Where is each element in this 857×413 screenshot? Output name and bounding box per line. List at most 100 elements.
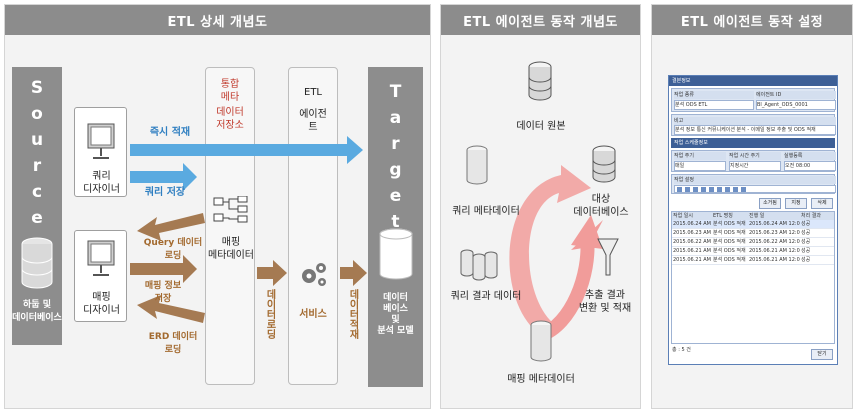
- monitor-icon: [87, 240, 115, 276]
- panel-title: ETL 에이전트 동작 개념도: [441, 5, 640, 35]
- target-letter: T: [389, 82, 402, 102]
- toolbar-tool-icon[interactable]: [725, 187, 730, 192]
- realtime-arrow: [130, 136, 363, 164]
- table-cell: 2015.06.23 AM 12:00: [673, 230, 712, 236]
- table-cell: 2015.06.23 AM 12:00: [749, 230, 800, 236]
- action-button-2[interactable]: 삭제: [811, 198, 833, 209]
- gears-icon: [302, 263, 326, 286]
- mapping-metadata-icon: [530, 320, 552, 362]
- table-header-cell[interactable]: 진행 일: [749, 213, 765, 219]
- panel-title: ETL 에이전트 동작 설정: [652, 5, 852, 35]
- table-cell: 2015.06.22 AM 12:00: [749, 239, 800, 245]
- action-button-1[interactable]: 지정: [785, 198, 807, 209]
- job-setting-group: 작업 설정: [671, 174, 836, 194]
- target-letter: g: [389, 160, 402, 180]
- source-letter: o: [31, 104, 43, 124]
- mapping-info-save-label: 매핑 정보 저장: [144, 281, 182, 304]
- toolbar-tool-icon[interactable]: [741, 187, 746, 192]
- source-letter: u: [30, 130, 44, 150]
- data-load-label: 데이터적재: [347, 289, 358, 339]
- source-letter: e: [31, 208, 43, 228]
- table-header-cell[interactable]: 처리 결과: [801, 213, 821, 219]
- mapping-tree-icon: [213, 196, 248, 223]
- etl-label: ETL: [304, 87, 322, 98]
- mapping-designer-label: 매핑 디자이너: [83, 292, 120, 316]
- table-cell: 분석 ODS 적재: [713, 248, 746, 254]
- table-cell: 2015.06.22 AM 12:00: [673, 239, 712, 245]
- etl-agent-setting-panel: ETL 에이전트 동작 설정 결본정보 작업 종류 분석 ODS ETL 에이전…: [651, 4, 853, 409]
- table-cell: 2015.06.24 AM 12:00: [749, 221, 800, 227]
- source-caption: 하둡 및 데이터베이스: [12, 300, 62, 323]
- mapping-designer-box: 매핑 디자이너: [74, 230, 127, 322]
- settings-screenshot: 결본정보 작업 종류 분석 ODS ETL 에이전트 ID Bl_Agent_O…: [668, 75, 838, 365]
- table-cell: 2015.06.21 AM 12:00: [749, 248, 800, 254]
- toolbar-tool-icon[interactable]: [693, 187, 698, 192]
- table-header-cell[interactable]: ETL 명칭: [713, 213, 733, 219]
- query-data-load-arrow: [137, 213, 205, 241]
- toolbar-tool-icon[interactable]: [677, 187, 682, 192]
- mapping-metadata-label: 매핑 메타데이터: [208, 237, 254, 261]
- realtime-load-label: 즉시 적재: [149, 127, 191, 138]
- source-letter: S: [30, 78, 44, 98]
- basic-info-group: 작업 종류 분석 ODS ETL 에이전트 ID Bl_Agent_ODS_00…: [671, 88, 836, 112]
- table-cell: 분석 ODS 적재: [713, 239, 746, 245]
- table-cell: 분석 ODS 적재: [713, 221, 746, 227]
- data-source-label: 데이터 원본: [516, 121, 566, 132]
- funnel-icon: [597, 238, 619, 276]
- cycle-select[interactable]: 매일: [674, 161, 726, 171]
- table-cell: 2015.06.24 AM 12:00: [673, 221, 712, 227]
- query-result-label: 쿼리 결과 데이터: [450, 291, 522, 302]
- target-db-icon: [592, 145, 616, 183]
- start-time-field[interactable]: 오전 08:00: [784, 161, 836, 171]
- action-button-0[interactable]: 소거됨: [759, 198, 781, 209]
- basic-info-label: 결본정보: [669, 76, 837, 86]
- data-loading-arrow: [257, 260, 287, 286]
- note-group: 비고 분석 정보 통신 커뮤니케이션 분석 - 이메일 정보 추출 및 ODS …: [671, 114, 836, 136]
- toolbar-tool-icon[interactable]: [701, 187, 706, 192]
- table-cell: 성공: [801, 239, 811, 245]
- job-name-field[interactable]: 분석 ODS ETL: [674, 100, 754, 110]
- target-letter: a: [389, 108, 402, 128]
- history-table: 작업 일시 ETL 명칭 진행 일 처리 결과 2015.06.24 AM 12:00…: [671, 211, 835, 344]
- table-cell: 2015.06.21 AM 12:00: [673, 257, 712, 263]
- table-cell: 분석 ODS 적재: [713, 257, 746, 263]
- toolbar-tool-icon[interactable]: [717, 187, 722, 192]
- job-name-label: 작업 종류: [674, 91, 754, 99]
- table-cell: 2015.06.21 AM 12:00: [749, 257, 800, 263]
- etl-agent-operation-panel: ETL 에이전트 동작 개념도 데이터 원본 쿼리 메타데이터 대상 데이터베이…: [440, 4, 641, 409]
- panel-title: ETL 상세 개념도: [5, 5, 430, 35]
- note-field[interactable]: 분석 정보 통신 커뮤니케이션 분석 - 이메일 정보 추출 및 ODS 적재: [674, 125, 836, 135]
- time-select[interactable]: 지정시간: [729, 161, 781, 171]
- cycle-label: 작업 주기: [674, 152, 726, 160]
- agent-id-field[interactable]: Bl_Agent_ODS_0001: [756, 100, 836, 110]
- target-letter: r: [391, 134, 400, 154]
- mapping-save-arrow: [130, 255, 197, 283]
- table-header: 작업 일시 ETL 명칭 진행 일 처리 결과: [672, 212, 834, 220]
- table-cell: 성공: [801, 221, 811, 227]
- table-header-cell[interactable]: 작업 일시: [673, 213, 693, 219]
- toolbar-tool-icon[interactable]: [709, 187, 714, 192]
- agent-label: 에이전 트: [299, 109, 327, 133]
- target-letter: e: [389, 186, 402, 206]
- toolbar-tool-icon[interactable]: [733, 187, 738, 192]
- close-button[interactable]: 닫기: [811, 349, 833, 360]
- agent-id-label: 에이전트 ID: [756, 91, 836, 99]
- start-label: 실행등록: [784, 152, 836, 160]
- query-data-load-label: Query 데이터 로딩: [143, 238, 203, 261]
- etl-agent-column: ETL 에이전 트 서비스: [288, 67, 338, 385]
- query-save-arrow: [130, 163, 197, 191]
- table-cell: 성공: [801, 230, 811, 236]
- query-metadata-icon: [466, 145, 488, 185]
- query-metadata-label: 쿼리 메타데이터: [452, 206, 520, 217]
- toolbar-tool-icon[interactable]: [685, 187, 690, 192]
- source-letter: r: [32, 156, 42, 176]
- target-caption: 데이터 베이스 및 분석 모델: [377, 293, 414, 336]
